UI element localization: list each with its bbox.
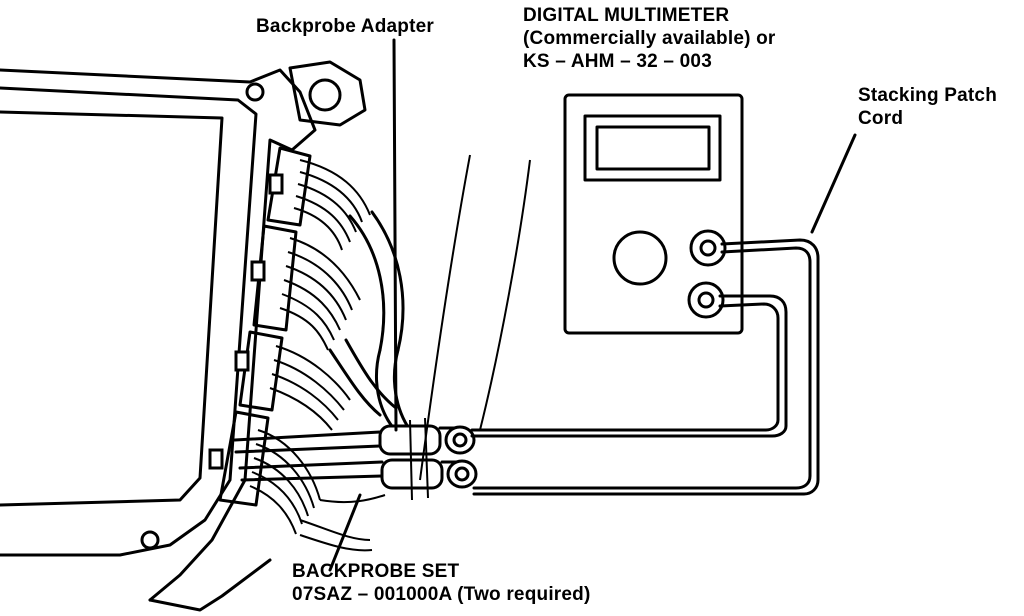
terminal-icon (687, 281, 725, 319)
backprobe-set-label: BACKPROBE SET 07SAZ – 001000A (Two requi… (292, 560, 591, 606)
screw-icon (245, 82, 265, 102)
patch-cord-label: Stacking Patch Cord (858, 84, 997, 130)
multimeter-label-line3: KS – AHM – 32 – 003 (523, 51, 712, 72)
ecu-housing (0, 60, 367, 612)
wire-harness (249, 159, 412, 552)
multimeter-label-line1: DIGITAL MULTIMETER (523, 5, 730, 26)
terminal-icon (689, 229, 727, 267)
patch-cord-label-line1: Stacking Patch (858, 85, 998, 106)
digital-multimeter (563, 93, 744, 335)
backprobe-set (233, 417, 478, 501)
screw-icon (140, 530, 160, 550)
leader-lines (328, 38, 857, 572)
stacking-patch-cord (470, 238, 820, 496)
mounting-hole-icon (308, 78, 342, 112)
backprobe-adapter-label: Backprobe Adapter (256, 16, 434, 37)
multimeter-label-line2: (Commercially available) or (523, 28, 776, 49)
ecu-connectors (208, 146, 312, 507)
backprobe-set-label-line2: 07SAZ – 001000A (Two required) (292, 584, 591, 605)
multimeter-label: DIGITAL MULTIMETER (Commercially availab… (523, 4, 776, 73)
dial-icon (612, 230, 668, 286)
backprobe-set-label-line1: BACKPROBE SET (292, 561, 460, 582)
patch-cord-label-line2: Cord (858, 108, 904, 129)
